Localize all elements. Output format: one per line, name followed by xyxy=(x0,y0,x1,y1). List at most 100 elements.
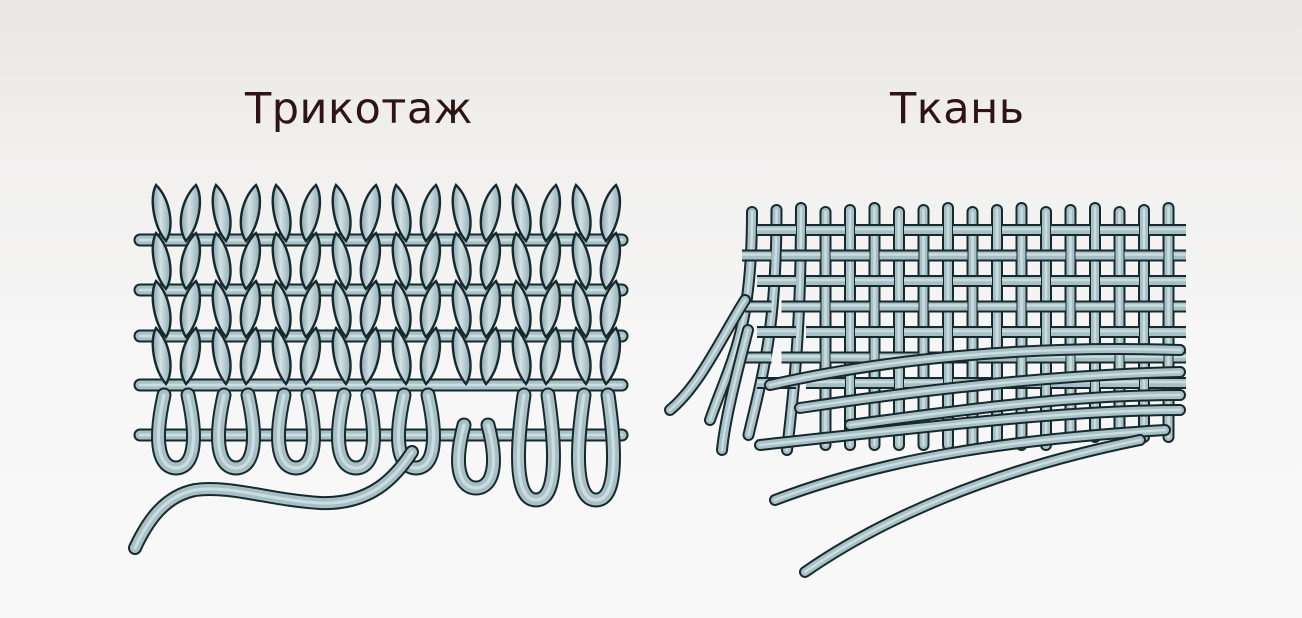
weave-weft-segment xyxy=(1100,275,1139,287)
knit-loop xyxy=(211,387,261,476)
knit-loop xyxy=(451,417,501,496)
knit-stitch-leg xyxy=(419,326,441,386)
weave-weft-segment xyxy=(1026,300,1066,313)
weave-weft-segment xyxy=(879,300,919,313)
knit-stitch-leg xyxy=(599,183,621,243)
knit-stitch-leg xyxy=(511,230,532,292)
weave-weft-segment xyxy=(1051,326,1090,338)
weave-weft-segment xyxy=(1149,224,1186,236)
knit-stitch-leg xyxy=(419,183,441,243)
weave-weft-segment xyxy=(928,249,968,262)
weave-weft-segment xyxy=(1002,326,1041,338)
weave-weft-segment xyxy=(1026,249,1066,262)
knit-diagram xyxy=(128,182,629,555)
knit-stitch-leg xyxy=(571,278,592,340)
weave-weft-segment xyxy=(757,326,796,338)
knit-stitch-leg xyxy=(331,230,352,292)
knit-stitch-leg xyxy=(599,326,621,386)
knit-stitch-leg xyxy=(451,278,472,340)
weave-weft-segment xyxy=(806,224,845,236)
knit-stitch-leg xyxy=(479,183,501,243)
weave-weft-segment xyxy=(781,300,821,313)
weave-weft-segment xyxy=(1173,249,1186,262)
weave-weft-segment xyxy=(904,326,943,338)
weave-weft-segment xyxy=(806,275,845,287)
knit-stitch-leg xyxy=(571,325,592,387)
knit-stitch-leg xyxy=(271,230,292,292)
knit-stitch-leg xyxy=(179,183,201,243)
knit-stitch-leg xyxy=(391,278,412,340)
knit-stitch-leg xyxy=(539,326,561,386)
knit-stitch-leg xyxy=(391,182,412,244)
weave-weft-segment xyxy=(1075,249,1115,262)
knit-stitch-leg xyxy=(211,230,232,292)
knit-stitch-leg xyxy=(331,278,352,340)
weave-weft-segment xyxy=(953,326,992,338)
knit-stitch-leg xyxy=(451,230,472,292)
knit-stitch-leg xyxy=(451,325,472,387)
weave-weft-segment xyxy=(879,249,919,262)
knit-stitch-leg xyxy=(151,325,172,387)
weave-weft-segment xyxy=(904,275,943,287)
weave-weft-segment xyxy=(855,377,894,389)
knit-stitch-leg xyxy=(599,231,621,291)
knit-stitch-leg xyxy=(391,325,412,387)
weave-weft-segment xyxy=(1149,326,1186,338)
knit-stitch-leg xyxy=(331,182,352,244)
weave-loose-strand xyxy=(716,324,754,456)
weave-weft-segment xyxy=(928,300,968,313)
knit-stitch-leg xyxy=(331,325,352,387)
weave-weft-segment xyxy=(781,351,821,364)
weave-weft-segment xyxy=(830,249,870,262)
knit-stitch-leg xyxy=(151,278,172,340)
knit-stitch-leg xyxy=(479,279,501,339)
weave-weft-segment xyxy=(1002,224,1041,236)
knit-stitch-leg xyxy=(511,182,532,244)
weave-diagram xyxy=(664,202,1186,578)
knit-stitch-leg xyxy=(479,326,501,386)
knit-stitch-leg xyxy=(451,182,472,244)
weave-weft-segment xyxy=(953,275,992,287)
knit-stitch-leg xyxy=(151,182,172,244)
weave-weft-segment xyxy=(1149,275,1186,287)
knit-stitch-leg xyxy=(239,279,261,339)
weave-weft-segment xyxy=(1124,351,1164,364)
knit-loop xyxy=(391,387,441,476)
knit-stitch-leg xyxy=(211,278,232,340)
knit-stitch-leg xyxy=(299,231,321,291)
weave-weft-segment xyxy=(1124,249,1164,262)
knit-stitch-leg xyxy=(539,183,561,243)
weave-weft-segment xyxy=(830,300,870,313)
knit-stitch-leg xyxy=(239,231,261,291)
weave-weft-segment xyxy=(1075,351,1115,364)
weave-weft-segment xyxy=(745,300,772,313)
knit-stitch-leg xyxy=(359,183,381,243)
weave-loose-strand xyxy=(664,294,751,416)
weave-weft-segment xyxy=(1051,275,1090,287)
knit-stitch-leg xyxy=(391,230,412,292)
knit-loop xyxy=(331,387,381,476)
weave-weft-segment xyxy=(1002,275,1041,287)
knit-stitch-leg xyxy=(571,182,592,244)
knit-stitch-leg xyxy=(239,183,261,243)
weave-weft-segment xyxy=(1149,377,1186,389)
weave-weft-segment xyxy=(1051,224,1090,236)
weave-weft-segment xyxy=(977,249,1017,262)
weave-weft-segment xyxy=(830,351,870,364)
weave-title: Ткань xyxy=(890,84,1025,134)
weave-weft-segment xyxy=(742,249,772,262)
weave-weft-segment xyxy=(757,275,796,287)
knit-loose-yarn xyxy=(128,445,419,555)
knit-stitch-leg xyxy=(211,182,232,244)
weave-loose-strand xyxy=(769,424,1171,506)
knit-stitch-leg xyxy=(419,279,441,339)
weave-weft-segment xyxy=(1173,300,1186,313)
weave-weft-curved xyxy=(764,343,1186,391)
weave-warp-thread xyxy=(742,204,783,441)
knit-stitch-leg xyxy=(151,230,172,292)
weave-weft-segment xyxy=(757,224,796,236)
weave-weft-curved xyxy=(844,389,1186,431)
knit-stitch-leg xyxy=(271,278,292,340)
weave-weft-segment xyxy=(855,275,894,287)
knit-stitch-leg xyxy=(299,183,321,243)
